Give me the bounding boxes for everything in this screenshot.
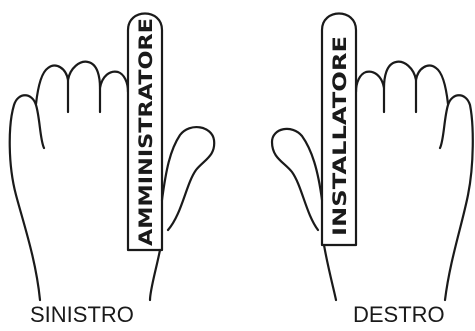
right-finger-label: INSTALLATORE [329,36,351,236]
right-hand-outline [356,62,473,300]
right-hand [272,14,473,301]
right-wrist [324,245,336,300]
right-finger-creases [384,80,416,112]
left-finger-label: AMMINISTRATORE [135,18,157,246]
right-hand-caption: DESTRO [353,302,445,327]
left-thumb [162,127,214,230]
left-finger-creases [68,80,100,112]
left-hand [10,14,214,301]
right-thumb [272,129,322,230]
left-hand-caption: SINISTRO [30,302,134,327]
left-wrist [150,250,160,300]
